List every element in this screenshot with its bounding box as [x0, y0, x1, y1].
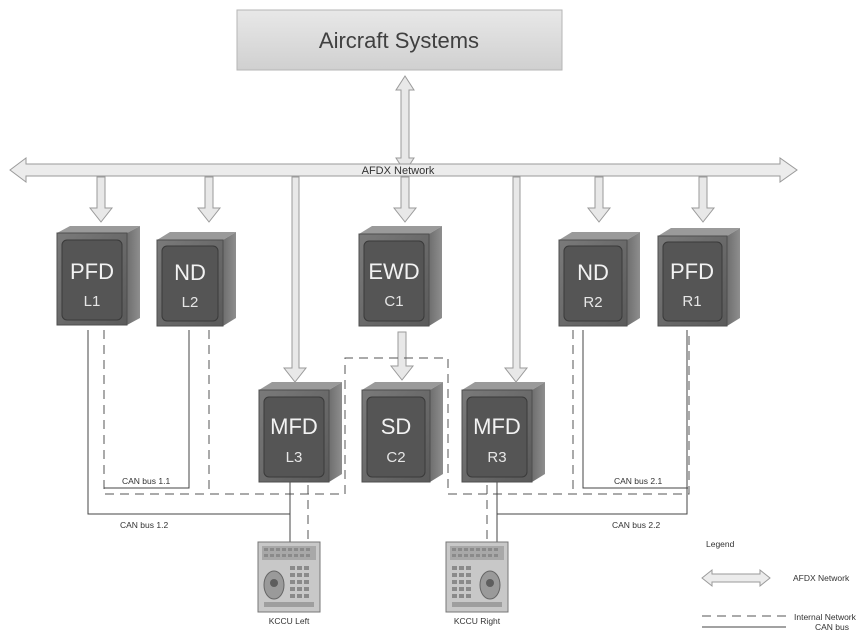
- can-bus-1-1-label: CAN bus 1.1: [122, 476, 170, 486]
- legend-afdx-arrow-icon: [701, 568, 771, 588]
- kccu-right: KCCU Right: [445, 541, 509, 626]
- legend: Legend AFDX Network Internal Network CAN…: [701, 539, 857, 632]
- drop-arrow-nd-l2: [196, 176, 222, 223]
- unit-id: C2: [386, 449, 405, 466]
- unit-mfd-r3: MFD R3: [461, 382, 545, 483]
- unit-name: EWD: [368, 259, 419, 284]
- unit-nd-r2: ND R2: [558, 232, 640, 327]
- can-bus-2-1-line: [582, 330, 688, 489]
- unit-id: C1: [384, 293, 403, 310]
- unit-name: MFD: [270, 414, 318, 439]
- unit-id: R3: [487, 449, 506, 466]
- kccu-right-label: KCCU Right: [454, 616, 501, 626]
- aircraft-systems-box: Aircraft Systems: [236, 9, 563, 71]
- unit-name: PFD: [670, 259, 714, 284]
- bus-drop-arrows: [88, 176, 716, 383]
- can-bus-1-2-label: CAN bus 1.2: [120, 520, 168, 530]
- unit-mfd-l3: MFD L3: [258, 382, 342, 483]
- unit-pfd-l1: PFD L1: [56, 226, 140, 326]
- unit-pfd-r1: PFD R1: [657, 228, 740, 327]
- can-bus-2-1-label: CAN bus 2.1: [614, 476, 662, 486]
- unit-name: ND: [174, 260, 206, 285]
- internal-network-lines: [103, 330, 690, 542]
- unit-ewd-c1: EWD C1: [358, 226, 442, 327]
- afdx-network-bus: [9, 157, 798, 183]
- kccu-left-label: KCCU Left: [269, 616, 310, 626]
- can-bus-1-2-line: [87, 330, 290, 515]
- drop-arrow-ewd-c1: [392, 176, 418, 223]
- drop-arrow-pfd-l1: [88, 176, 114, 223]
- legend-can-label: CAN bus: [815, 622, 849, 632]
- internal-left-loop: [103, 330, 690, 495]
- unit-id: R1: [682, 293, 701, 310]
- unit-name: SD: [381, 414, 412, 439]
- drop-arrow-mfd-l3: [282, 176, 308, 383]
- can-bus-lines: [87, 330, 688, 542]
- unit-id: L2: [182, 294, 199, 311]
- kccu-left-keypad: [262, 546, 316, 607]
- unit-id: L1: [84, 293, 101, 310]
- unit-name: ND: [577, 260, 609, 285]
- systems-link-arrow: [395, 75, 415, 173]
- drop-arrow-nd-r2: [586, 176, 612, 223]
- unit-nd-l2: ND L2: [156, 232, 236, 327]
- afdx-network-label: AFDX Network: [362, 165, 435, 177]
- unit-name: PFD: [70, 259, 114, 284]
- drop-arrow-pfd-r1: [690, 176, 716, 223]
- unit-id: L3: [286, 449, 303, 466]
- kccu-left: KCCU Left: [257, 541, 321, 626]
- drop-arrow-ewd-sd: [389, 331, 415, 381]
- can-bus-1-1-line: [104, 330, 190, 489]
- unit-name: MFD: [473, 414, 521, 439]
- unit-id: R2: [583, 294, 602, 311]
- legend-internal-label: Internal Network: [794, 612, 857, 622]
- can-bus-2-2-line: [497, 330, 688, 515]
- legend-afdx-label: AFDX Network: [793, 573, 850, 583]
- drop-arrow-mfd-r3: [503, 176, 529, 383]
- kccu-right-keypad: [450, 546, 504, 607]
- can-bus-2-2-label: CAN bus 2.2: [612, 520, 660, 530]
- unit-sd-c2: SD C2: [361, 382, 443, 483]
- aircraft-systems-title: Aircraft Systems: [319, 28, 479, 53]
- legend-title: Legend: [706, 539, 735, 549]
